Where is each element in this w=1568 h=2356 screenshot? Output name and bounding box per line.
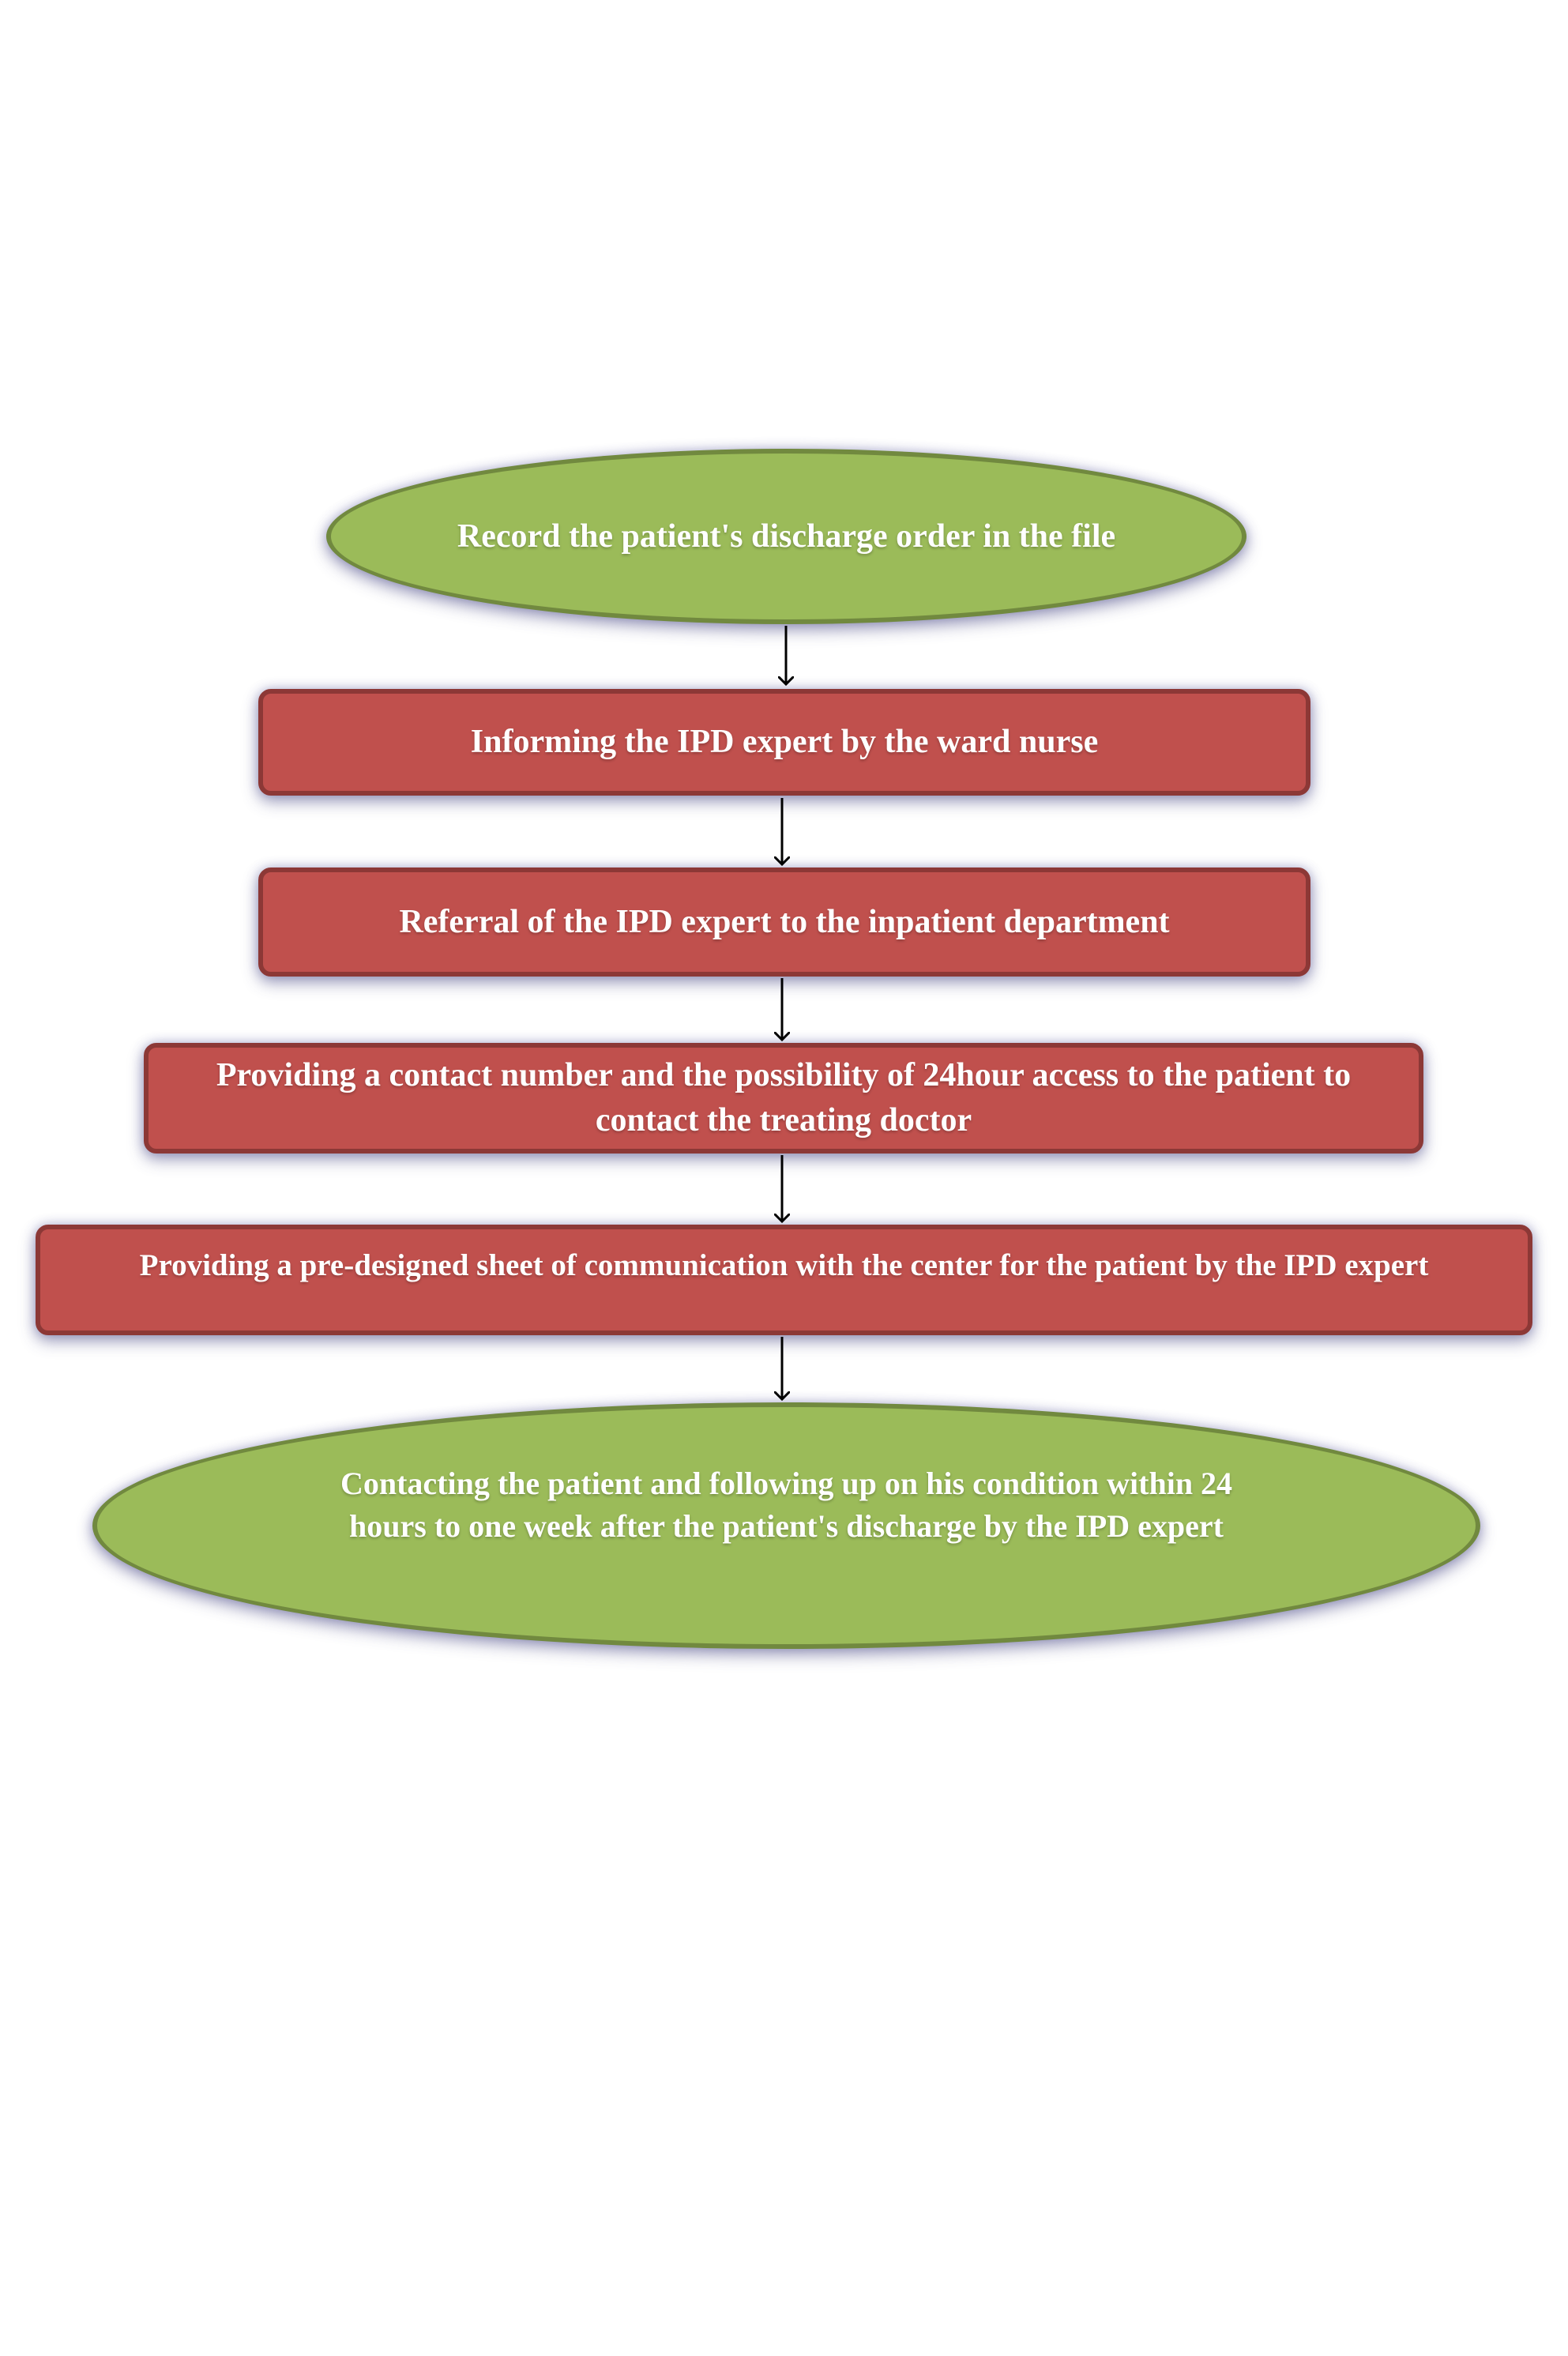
step-node-label: Referral of the IPD expert to the inpati… <box>399 903 1170 940</box>
step-node-referral-ipd-expert: Referral of the IPD expert to the inpati… <box>258 868 1310 977</box>
end-node-follow-up-contact: Contacting the patient and following up … <box>92 1402 1480 1649</box>
step-node-label: Informing the IPD expert by the ward nur… <box>470 724 1099 761</box>
step-node-communication-sheet: Providing a pre-designed sheet of commun… <box>36 1225 1532 1335</box>
step-node-label: Providing a pre-designed sheet of commun… <box>139 1248 1429 1282</box>
start-node-record-discharge-order: Record the patient's discharge order in … <box>326 449 1247 624</box>
step-node-label: Providing a contact number and the possi… <box>216 1057 1352 1138</box>
start-node-label: Record the patient's discharge order in … <box>457 517 1116 555</box>
step-node-inform-ipd-expert: Informing the IPD expert by the ward nur… <box>258 689 1310 796</box>
step-node-contact-number-access: Providing a contact number and the possi… <box>144 1043 1423 1154</box>
end-node-label: Contacting the patient and following up … <box>340 1466 1233 1544</box>
